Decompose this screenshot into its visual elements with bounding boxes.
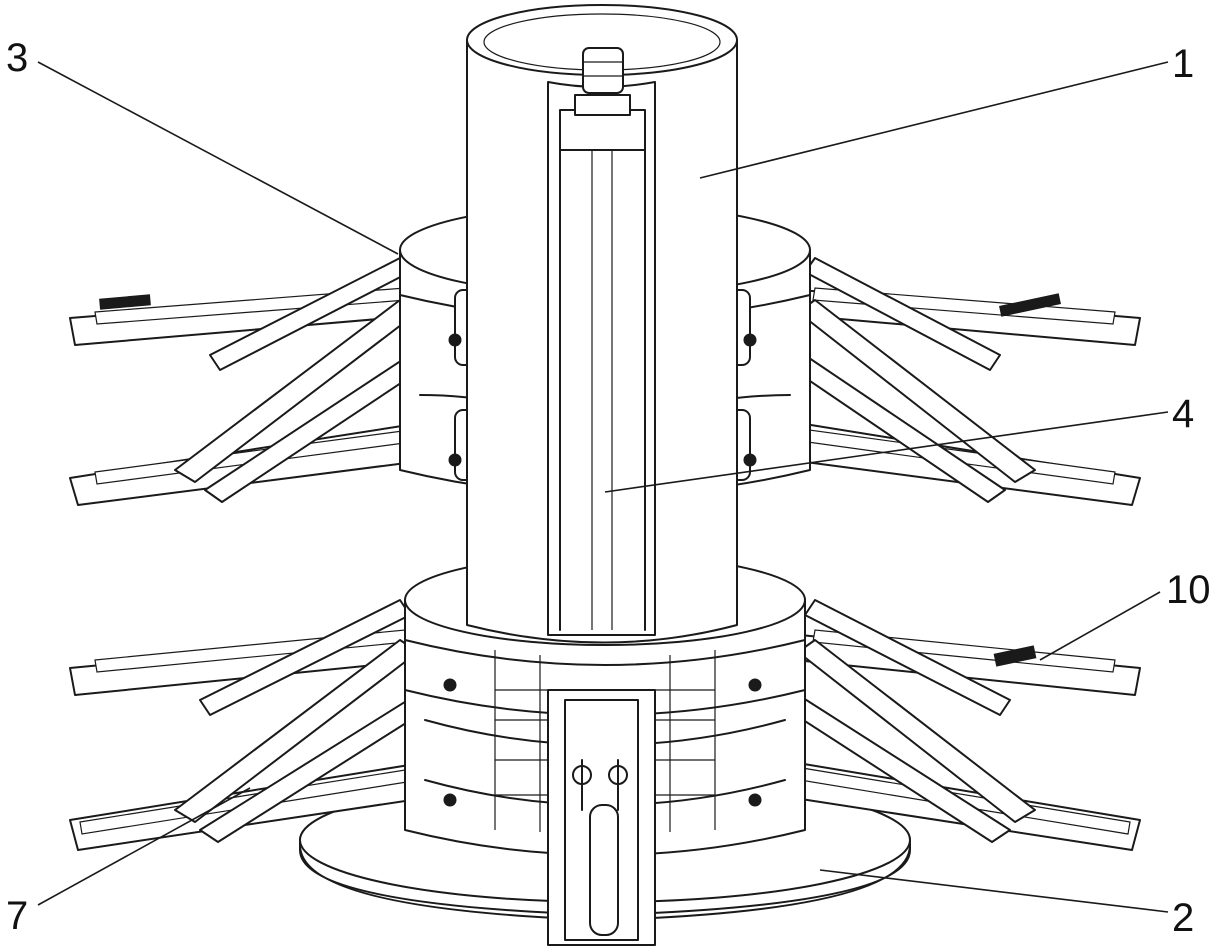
- leader-2: [819, 869, 1169, 913]
- upper-tier-arms-left: [69, 257, 456, 506]
- upper-tier-arms-right: [759, 257, 1141, 506]
- leader-7: [37, 787, 251, 906]
- leader-4: [604, 411, 1169, 493]
- bottom-drive-housing: [547, 689, 656, 946]
- central-column: [466, 4, 738, 644]
- leader-10: [1039, 591, 1161, 661]
- callout-10: 10: [1166, 568, 1211, 612]
- leader-3: [37, 61, 399, 255]
- callout-7: 7: [6, 894, 29, 938]
- lower-tier-arms-right: [759, 599, 1141, 851]
- callout-2: 2: [1172, 896, 1195, 940]
- leader-lines: [37, 61, 1169, 913]
- lower-tier-arms-left: [69, 599, 456, 851]
- leader-1: [699, 61, 1169, 179]
- callout-1: 1: [1172, 42, 1195, 86]
- callout-3: 3: [6, 36, 29, 80]
- callout-4: 4: [1172, 392, 1195, 436]
